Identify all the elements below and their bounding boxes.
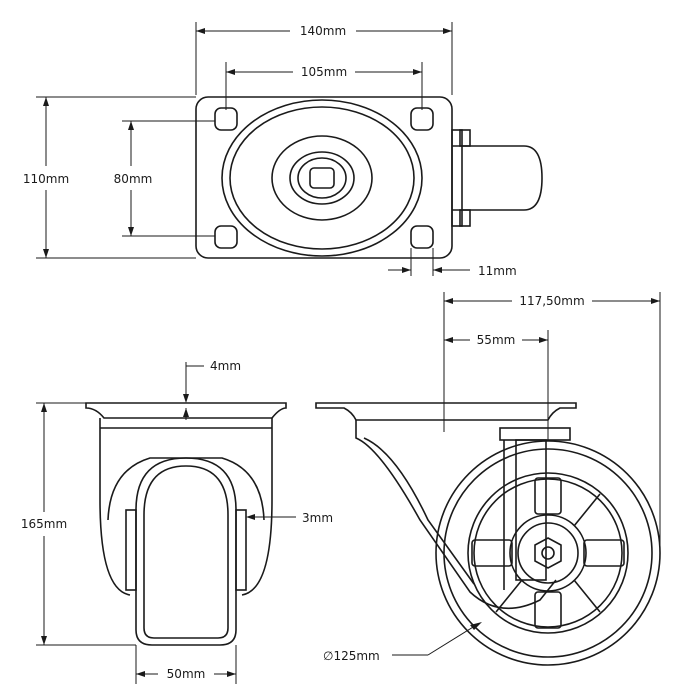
axle-nut — [534, 537, 562, 569]
dim-plate-height: 110mm — [23, 96, 196, 259]
dim-wheel-diameter: ∅125mm — [323, 622, 482, 663]
side-fork — [355, 420, 557, 610]
label-wheel-diameter: ∅125mm — [323, 649, 380, 663]
label-plate-height: 110mm — [23, 172, 69, 186]
dim-fork-gap: 3mm — [246, 511, 333, 525]
mount-hole-bl — [214, 225, 238, 249]
front-view: 4mm 165mm 3mm 50mm — [21, 359, 333, 684]
label-wheel-width: 50mm — [167, 667, 206, 681]
dim-hole-spacing-y: 80mm — [114, 120, 215, 237]
dim-total-offset: 117,50mm — [443, 292, 661, 553]
label-hole-spacing-y: 80mm — [114, 172, 153, 186]
mount-hole-tl — [214, 107, 238, 131]
front-fork — [99, 418, 273, 596]
dim-top-width: 140mm — [195, 22, 453, 95]
label-top-width: 140mm — [300, 24, 346, 38]
right-spacer — [235, 509, 247, 591]
dim-hole-diameter: 11mm — [388, 248, 517, 278]
label-total-offset: 117,50mm — [519, 294, 584, 308]
label-hole-spacing-x: 105mm — [301, 65, 347, 79]
label-fork-gap: 3mm — [302, 511, 333, 525]
side-view: 117,50mm 55mm ∅125mm — [315, 292, 661, 666]
left-spacer — [125, 509, 137, 591]
side-plate — [315, 402, 577, 421]
dim-total-height: 165mm — [21, 402, 136, 646]
swivel-bracket — [499, 427, 571, 441]
dim-plate-thickness: 4mm — [183, 359, 241, 420]
dim-wheel-width: 50mm — [135, 645, 237, 684]
top-view-wheel — [451, 129, 543, 227]
mount-hole-tr — [410, 107, 434, 131]
label-hole-diameter: 11mm — [478, 264, 517, 278]
label-total-height: 165mm — [21, 517, 67, 531]
mount-hole-br — [410, 225, 434, 249]
dim-swivel-offset: 55mm — [444, 330, 549, 440]
wheel-spokes — [471, 477, 625, 629]
dim-hole-spacing-x: 105mm — [225, 62, 423, 110]
side-wheel — [435, 440, 661, 666]
label-swivel-offset: 55mm — [477, 333, 516, 347]
front-wheel — [135, 457, 237, 646]
label-plate-thickness: 4mm — [210, 359, 241, 373]
top-view: 140mm 105mm 110mm — [23, 22, 543, 278]
swivel-rings — [221, 99, 423, 257]
